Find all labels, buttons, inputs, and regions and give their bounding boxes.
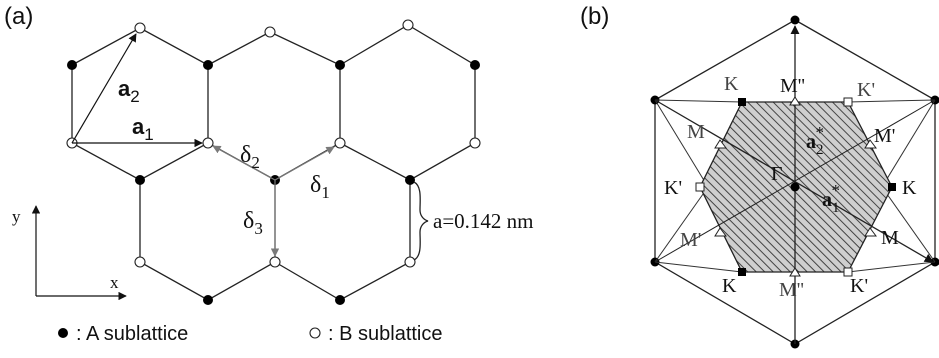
- axis-x-label: x: [110, 273, 119, 292]
- diagonal-axis-line-2: [654, 99, 936, 263]
- label-a2-star: a2*: [806, 123, 824, 158]
- a1-label: a1: [132, 114, 154, 144]
- legend-a-text: : A sublattice: [76, 323, 188, 345]
- bond-brace: [413, 181, 429, 261]
- label-mp-left-bottom: M': [680, 229, 701, 251]
- legend-b-marker: [309, 327, 321, 339]
- label-mp-right: M': [874, 125, 895, 147]
- label-k-top-left: K: [724, 73, 739, 95]
- delta3-label: δ3: [243, 208, 263, 238]
- legend-a-marker: [58, 328, 68, 338]
- delta1-arrow: [274, 146, 335, 181]
- label-kp-top-right: K': [857, 79, 875, 101]
- legend-b-text: : B sublattice: [328, 323, 443, 345]
- label-gamma: Γ: [771, 163, 783, 185]
- b-sublattice-atoms: [66, 19, 481, 268]
- gamma-point: [790, 182, 800, 192]
- label-m-left: M: [687, 121, 705, 143]
- axis-y-label: y: [12, 207, 21, 226]
- label-mpp-top: M'': [780, 75, 805, 97]
- label-kp-bottom-right: K': [850, 275, 868, 297]
- label-mpp-bottom: M'': [779, 279, 804, 301]
- legend: : A sublattice : B sublattice: [58, 323, 443, 345]
- panel-b: (b): [580, 3, 939, 349]
- a2-vector-arrow: [71, 33, 137, 144]
- a2-label: a2: [118, 76, 140, 106]
- panel-a-label: (a): [4, 3, 33, 30]
- panel-a: (a): [4, 3, 534, 345]
- k-point-markers: [738, 98, 896, 276]
- panel-b-label: (b): [580, 3, 609, 30]
- bond-length-label: a=0.142 nm: [433, 209, 534, 233]
- label-m-right-bottom: M: [881, 227, 899, 249]
- delta2-label: δ2: [240, 142, 260, 172]
- label-k-bottom-left: K: [722, 275, 737, 297]
- label-kp-left: K': [664, 177, 682, 199]
- label-a1-star: a1*: [822, 181, 840, 216]
- label-k-right: K: [902, 177, 917, 199]
- k-prime-point-markers: [695, 97, 853, 277]
- diagonal-axis-line: [654, 99, 934, 263]
- construction-lines: [654, 99, 936, 273]
- delta1-label: δ1: [310, 172, 330, 202]
- m-point-markers: [714, 96, 877, 277]
- delta2-arrow: [212, 145, 276, 181]
